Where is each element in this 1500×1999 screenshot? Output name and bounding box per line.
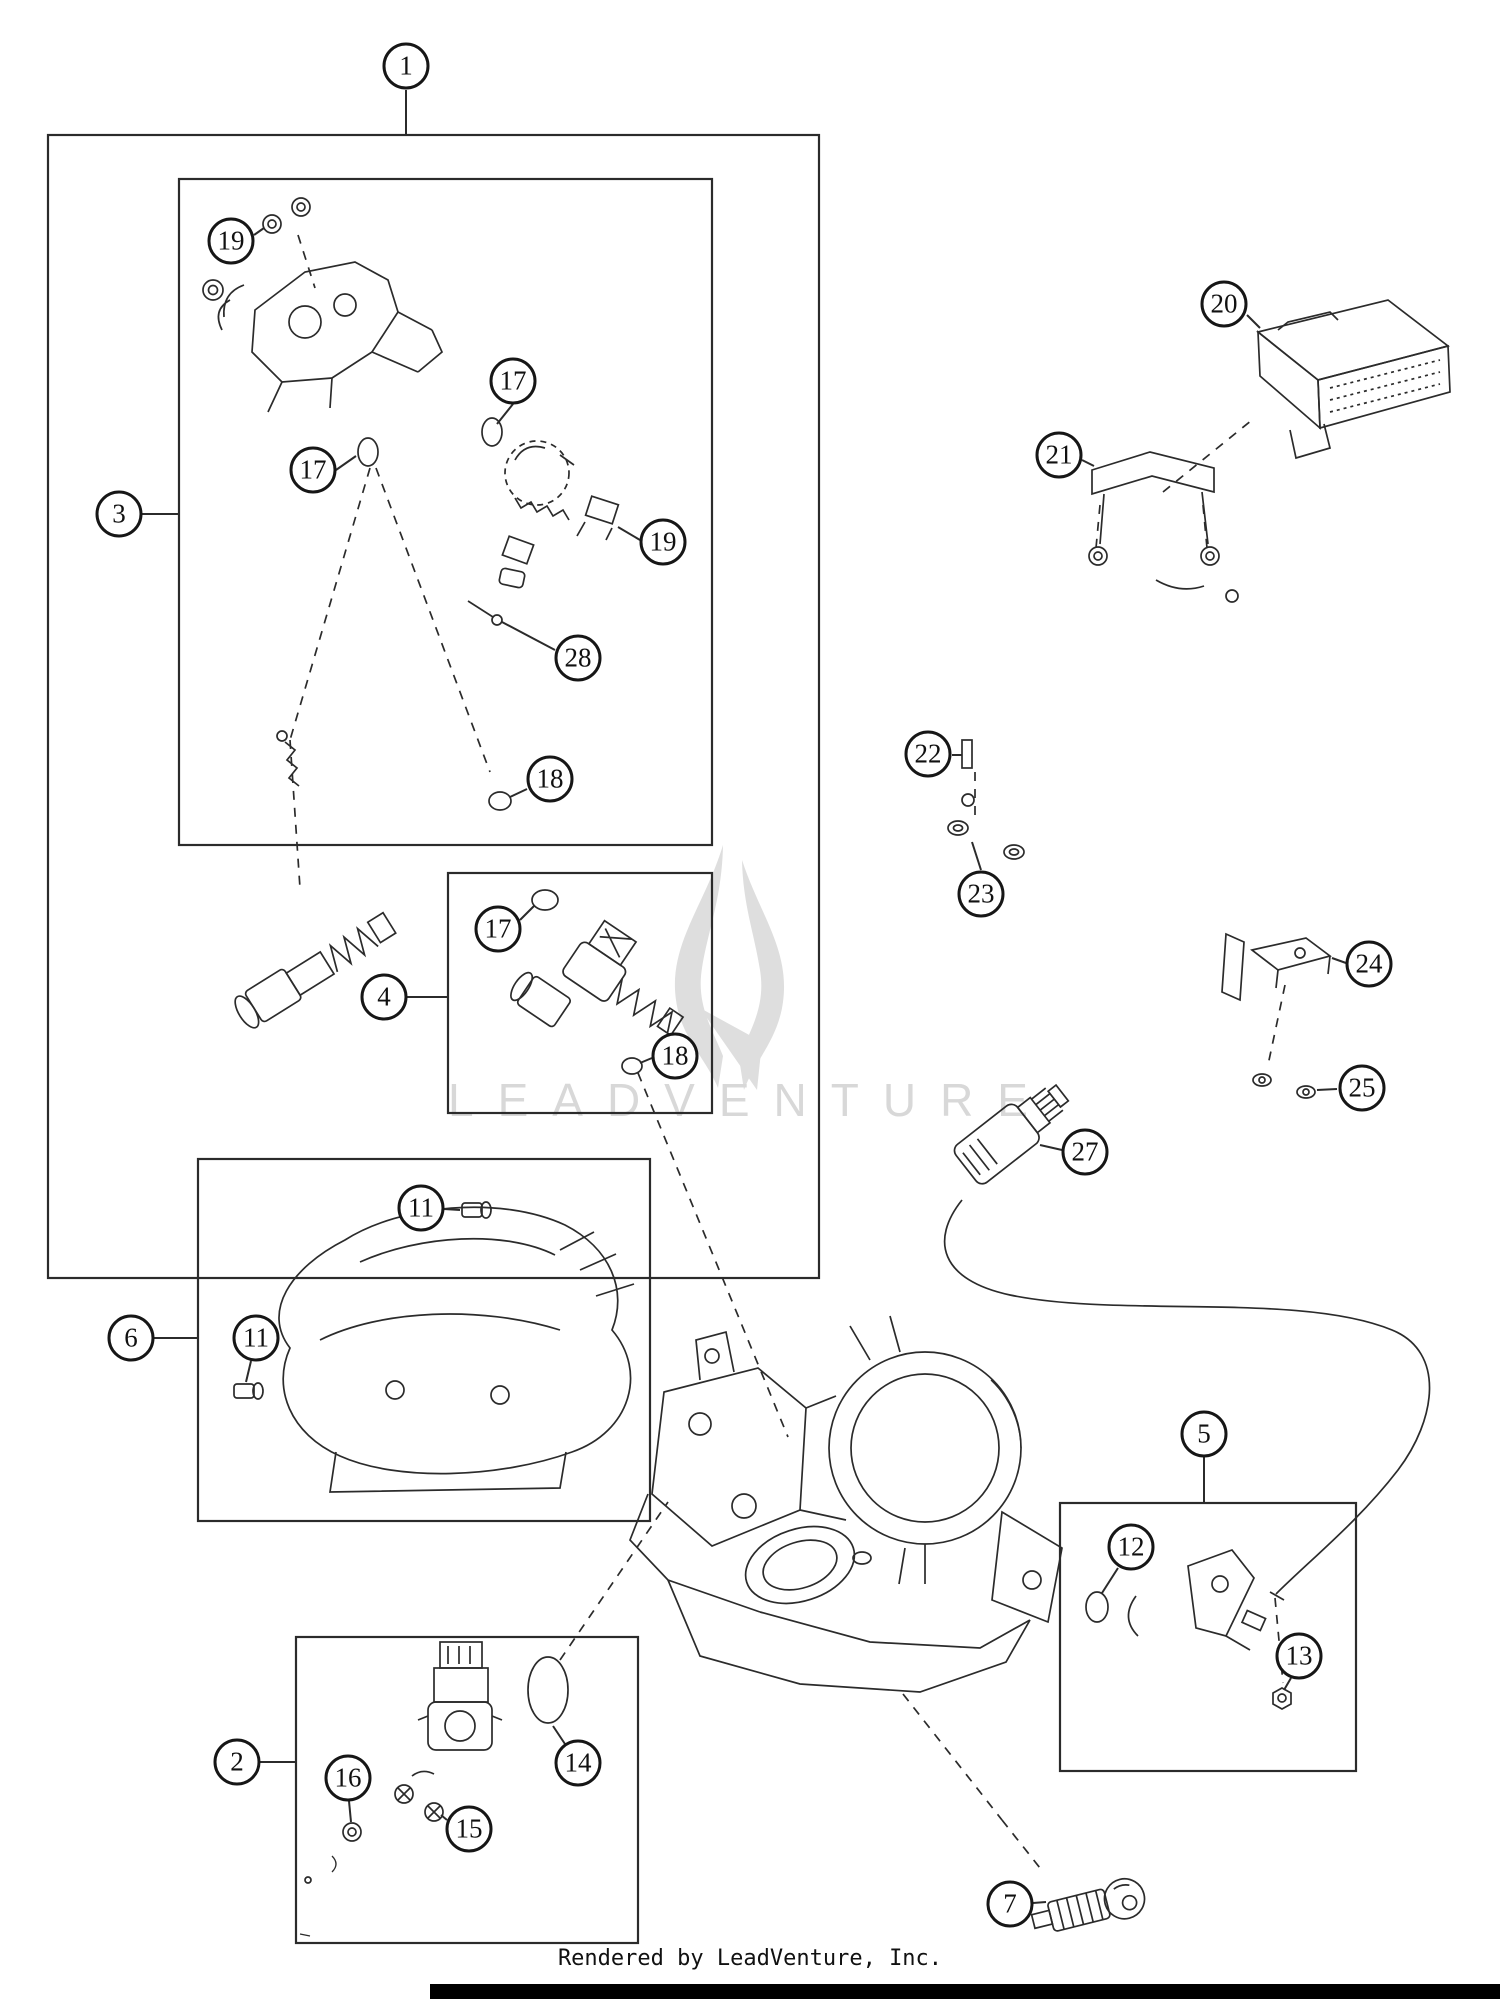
callout-20-11: 20 [1200,280,1248,328]
throttle-cable-drawing [943,1199,1431,1601]
footer-credit: Rendered by LeadVenture, Inc. [557,1946,943,1971]
callout-13-23: 13 [1275,1632,1323,1680]
callout-23-14: 23 [957,870,1005,918]
callout-2-24: 2 [213,1738,261,1786]
bracket-24-25-drawing [1221,932,1332,1099]
part-callout-number: 4 [377,981,391,1012]
part-callout-number: 22 [914,738,942,769]
part-callout-number: 20 [1210,288,1238,319]
callout-17-3: 17 [289,446,337,494]
part-callout-number: 15 [455,1813,483,1844]
watermark-text: LEADVENTURE [448,1074,1052,1126]
group-leader-lines [142,90,1347,1904]
part-callout-number: 16 [334,1762,362,1793]
part-callout-number: 3 [112,498,126,529]
injector-drawing [510,889,685,1075]
callout-6-20: 6 [107,1314,155,1362]
part-callout-number: 6 [124,1322,138,1353]
box-group-3 [177,177,714,847]
callout-28-6: 28 [554,634,602,682]
part-callout-number: 23 [967,878,995,909]
box-group-6 [196,1157,652,1523]
part-callout-number: 25 [1348,1072,1376,1103]
part-callout-number: 28 [564,642,592,673]
callout-21-12: 21 [1035,431,1083,479]
fasteners-22-23-drawing [947,739,1025,860]
part-callout-number: 17 [499,365,527,396]
callout-11-18: 11 [397,1184,445,1232]
callout-22-13: 22 [904,730,952,778]
callout-3-4: 3 [95,490,143,538]
part-callout-number: 11 [408,1192,434,1223]
part-callout-number: 19 [649,526,677,557]
part-callout-number: 17 [484,913,512,944]
tps-sensor-drawing [299,1641,569,1937]
ecu-drawing [1256,299,1451,460]
callout-11-19: 11 [232,1314,280,1362]
callout-15-27: 15 [445,1805,493,1853]
box-group-4 [446,871,714,1115]
callout-1-0: 1 [382,42,430,90]
box-group-1 [46,133,821,1280]
part-callout-number: 19 [217,225,245,256]
idle-adjuster-drawing [1030,1877,1146,1932]
box-group-5 [1058,1501,1358,1773]
part-callout-number: 12 [1117,1531,1145,1562]
throttle-body-drawing [629,1315,1063,1693]
throttle-shaft-assembly-drawing [202,197,444,787]
callout-16-25: 16 [324,1754,372,1802]
part-callout-number: 5 [1197,1418,1211,1449]
callout-24-15: 24 [1345,940,1393,988]
group-boxes [46,133,1358,1945]
map-sensor-drawing [953,1083,1070,1185]
group-dashed-lines [289,234,1286,1869]
cold-start-valve-drawing [234,911,397,1029]
callout-17-8: 17 [474,905,522,953]
part-callout-number: 7 [1003,1888,1017,1919]
callout-19-5: 19 [639,518,687,566]
callout-17-2: 17 [489,357,537,405]
roller-valve-drawing [467,417,620,811]
callout-7-28: 7 [986,1880,1034,1928]
callout-4-9: 4 [360,973,408,1021]
callout-19-1: 19 [207,217,255,265]
part-callout-number: 14 [564,1747,592,1778]
box-group-2 [294,1635,640,1945]
part-callout-number: 1 [399,50,413,81]
part-callout-number: 21 [1045,439,1073,470]
part-callout-number: 13 [1285,1640,1313,1671]
callout-25-16: 25 [1338,1064,1386,1112]
scan-artifact-bar [430,1984,1500,1999]
callout-14-26: 14 [554,1739,602,1787]
part-callout-number: 2 [230,1746,244,1777]
part-callout-number: 18 [536,763,564,794]
cover-drawing [233,1201,635,1493]
linkage-parts-drawing [1085,1548,1292,1710]
callout-5-21: 5 [1180,1410,1228,1458]
callout-12-22: 12 [1107,1523,1155,1571]
callout-27-17: 27 [1061,1128,1109,1176]
callout-18-10: 18 [651,1032,699,1080]
part-callout-number: 11 [243,1322,269,1353]
callout-18-7: 18 [526,755,574,803]
part-callout-number: 18 [661,1040,689,1071]
part-callout-number: 27 [1071,1136,1099,1167]
ecu-bracket-drawing [1088,451,1239,603]
part-callout-number: 24 [1355,948,1383,979]
part-callout-number: 17 [299,454,327,485]
